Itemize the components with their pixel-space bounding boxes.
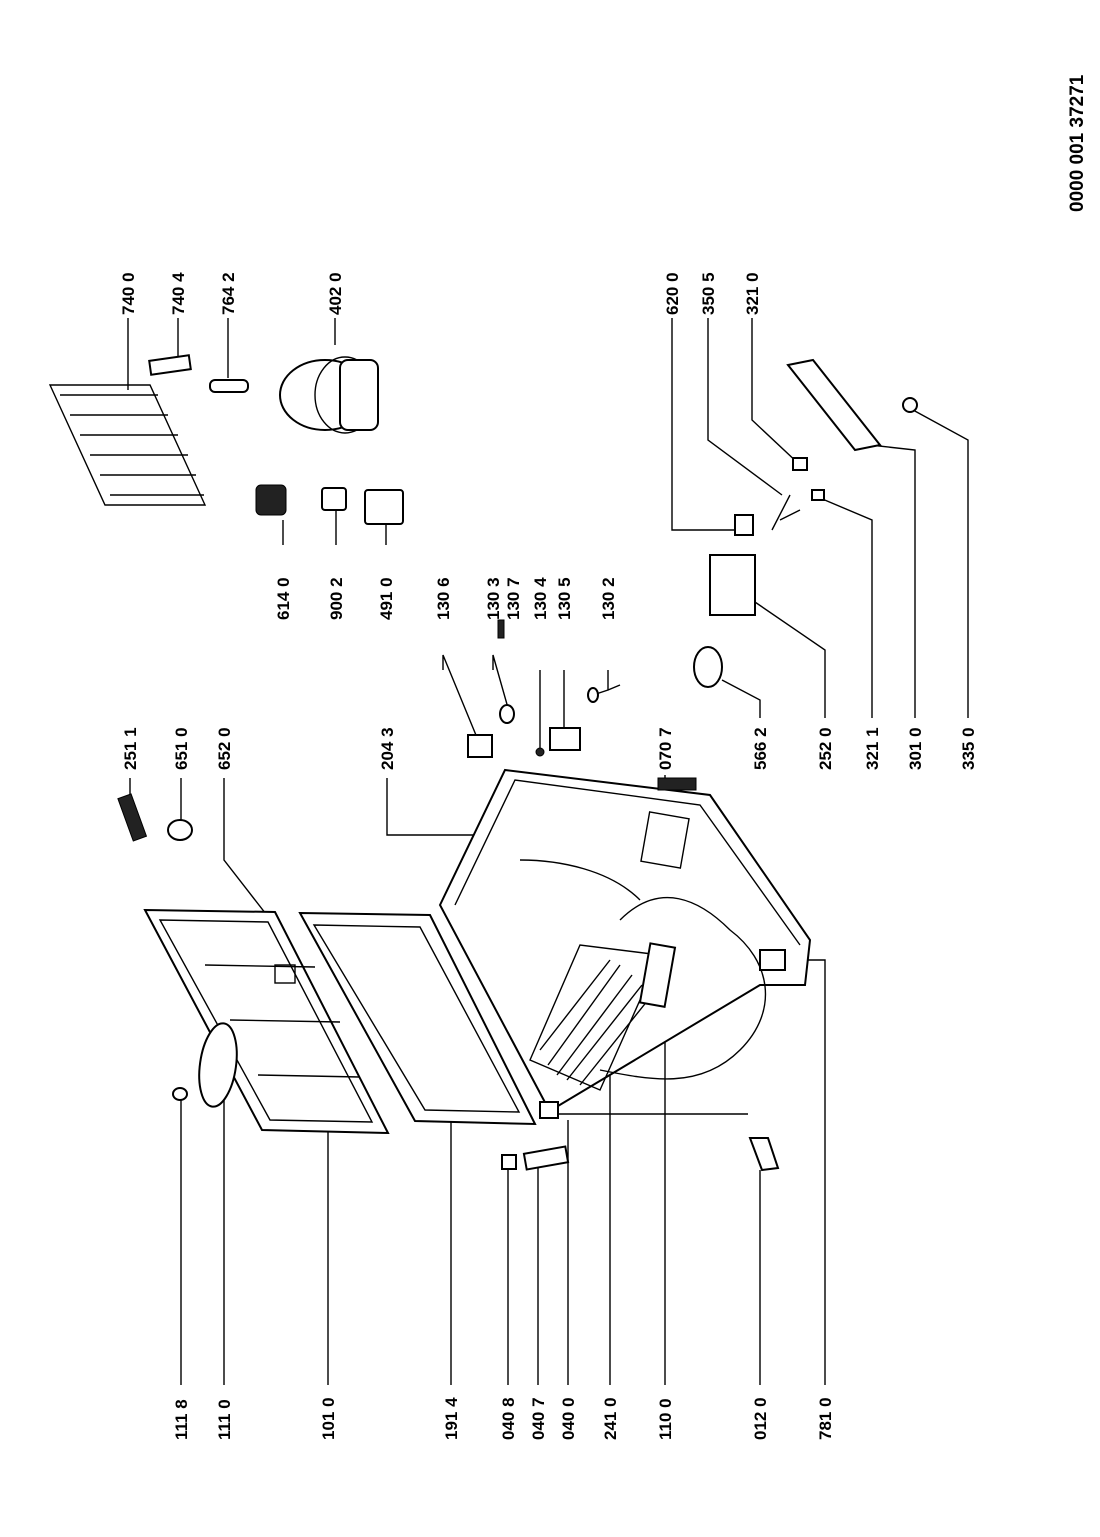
part-3211 [811,489,825,501]
label-111-0: 111 0 [215,1399,234,1440]
knob-1118 [172,1087,188,1101]
label-652-0: 652 0 [215,727,234,770]
label-900-2: 900 2 [327,577,346,620]
part-1306 [467,734,493,758]
label-130-2: 130 2 [599,577,618,620]
label-402-0: 402 0 [326,272,345,315]
label-566-2: 566 2 [751,727,770,770]
part-1307 [497,619,505,639]
label-614-0: 614 0 [274,577,293,620]
spring-5662 [693,646,723,688]
control-panel-3010 [786,358,882,452]
drier-7642 [209,379,249,393]
label-040-0: 040 0 [559,1397,578,1440]
lamp-6510 [167,819,193,841]
label-651-0: 651 0 [172,727,191,770]
part-1304 [535,747,545,757]
label-070-7: 070 7 [656,727,675,770]
part-3505 [771,494,801,531]
label-335-0: 335 0 [959,727,978,770]
part-7810 [759,949,786,971]
label-620-0: 620 0 [663,272,682,315]
label-040-7: 040 7 [529,1397,548,1440]
relay-6140 [255,484,287,516]
label-111-8: 111 8 [172,1399,191,1440]
hinge-0407 [522,1145,570,1171]
part-4910 [364,489,404,525]
label-321-0: 321 0 [743,272,762,315]
part-1303 [499,704,515,724]
label-130-6: 130 6 [434,577,453,620]
part-3210 [792,457,808,471]
part-3350 [902,397,918,413]
label-781-0: 781 0 [816,1397,835,1440]
lid-gasket [298,911,537,1126]
part-1305 [549,727,581,751]
label-101-0: 101 0 [319,1397,338,1440]
label-301-0: 301 0 [906,727,925,770]
part-labels: 111 8 111 0 101 0 191 4 040 8 040 7 040 … [119,272,978,1440]
part-1302 [587,687,599,703]
clip-7404 [148,354,192,376]
label-350-5: 350 5 [699,272,718,315]
part-0707 [657,777,697,791]
label-110-0: 110 0 [656,1398,675,1440]
label-012-0: 012 0 [751,1397,770,1440]
handle-1110 [198,1022,238,1108]
label-130-5: 130 5 [555,577,574,620]
hinge-0400 [539,1101,559,1119]
bracket-0120 [748,1137,780,1172]
label-204-3: 204 3 [378,727,397,770]
label-491-0: 491 0 [377,577,396,620]
label-252-0: 252 0 [816,727,835,770]
label-191-4: 191 4 [442,1397,461,1440]
part-9002 [321,487,347,511]
part-2511 [117,793,148,842]
label-130-7: 130 7 [504,577,523,620]
part-6200 [734,514,754,536]
condenser-coil [48,384,207,506]
label-130-3: 130 3 [484,577,503,620]
label-241-0: 241 0 [601,1397,620,1440]
label-321-1: 321 1 [863,727,882,770]
compressor [279,356,379,434]
label-251-1: 251 1 [121,727,140,770]
label-764-2: 764 2 [219,272,238,315]
label-740-4: 740 4 [169,272,188,315]
thermostat-2520 [709,554,756,616]
label-740-0: 740 0 [119,272,138,315]
label-130-4: 130 4 [531,577,550,620]
hinge-0408 [501,1154,517,1170]
basket [529,942,677,1091]
document-number: 0000 001 37271 [1067,74,1088,212]
label-040-8: 040 8 [499,1397,518,1440]
